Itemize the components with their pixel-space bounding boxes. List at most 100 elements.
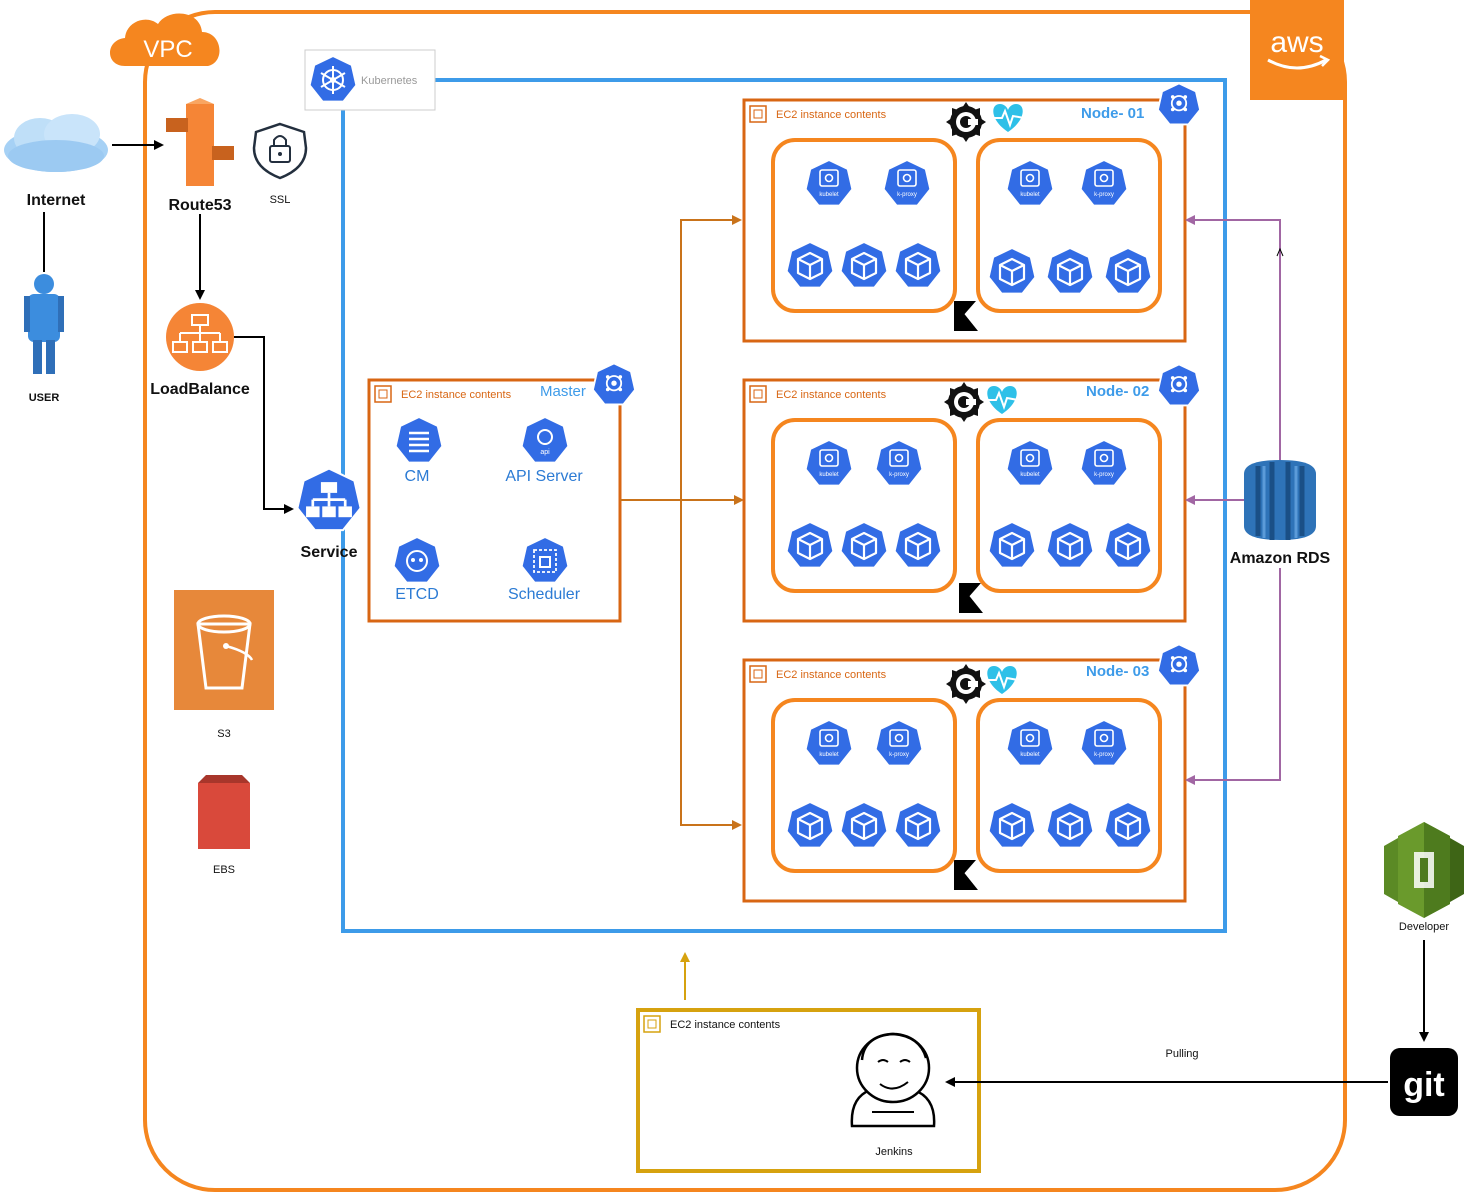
grafana-icon (944, 382, 984, 422)
node-01-badge-icon (1157, 82, 1201, 126)
cm-icon (394, 416, 444, 464)
node-01-title: Node- 01 (1081, 105, 1144, 122)
etcd-label: ETCD (395, 586, 439, 603)
aws-smile-icon (1267, 58, 1327, 70)
master-ec2-label: EC2 instance contents (401, 389, 512, 401)
kubelet-icon: kubelet (1005, 159, 1055, 207)
pod-cube-icon (785, 800, 835, 849)
pod-cube-icon (987, 246, 1037, 295)
api-server-label: API Server (505, 468, 583, 485)
node-03: EC2 instance contents Node- 03 kubelet k… (742, 643, 1201, 903)
kubelet-icon: kubelet (1005, 719, 1055, 767)
k-proxy-icon: k-proxy (882, 159, 932, 207)
jenkins-ec2-label: EC2 instance contents (670, 1019, 781, 1031)
pod-cube-icon (1045, 800, 1095, 849)
kubelet-icon: kubelet (804, 439, 854, 487)
svg-text:kubelet: kubelet (1020, 472, 1040, 478)
loadbalance-label: LoadBalance (150, 381, 250, 398)
internet-label: Internet (27, 192, 86, 209)
node-02-chip-icon (749, 385, 767, 403)
developer-icon (1384, 822, 1464, 918)
k-proxy-icon: k-proxy (874, 719, 924, 767)
api-server-icon: api (520, 416, 570, 464)
vpc-label: VPC (143, 36, 192, 63)
node-02-badge-icon (1157, 363, 1201, 407)
svg-text:kubelet: kubelet (1020, 192, 1040, 198)
pod-cube-icon (1045, 246, 1095, 295)
kibana-icon (954, 860, 978, 890)
service-icon (296, 467, 362, 532)
pod-cube-icon (1103, 800, 1153, 849)
svg-text:k-proxy: k-proxy (889, 752, 909, 758)
svg-text:kubelet: kubelet (819, 752, 839, 758)
kubernetes-label: Kubernetes (361, 75, 418, 87)
scheduler-icon (520, 536, 570, 584)
node-01-pod-b (976, 138, 1162, 313)
node-02-pod-a (771, 418, 957, 593)
ebs-label: EBS (213, 864, 235, 876)
master-ec2-box (367, 378, 622, 623)
master-title: Master (540, 383, 586, 400)
jenkins-icon (850, 1032, 936, 1128)
node-03-pod-b (976, 698, 1162, 873)
user-icon (24, 274, 64, 374)
kubernetes-cluster-boundary (341, 78, 1227, 933)
node-03-pod-a (771, 698, 957, 873)
svg-text:kubelet: kubelet (819, 472, 839, 478)
kibana-icon (959, 583, 983, 613)
loadbalancer-icon (166, 303, 234, 371)
node-02-title: Node- 02 (1086, 383, 1149, 400)
node-01-ec2-label: EC2 instance contents (776, 109, 887, 121)
service-label: Service (301, 544, 358, 561)
pod-cube-icon (893, 520, 943, 569)
node-02: EC2 instance contents Node- 02 kubelet k… (742, 363, 1201, 623)
pod-cube-icon (839, 240, 889, 289)
heart-monitor-icon (985, 385, 1019, 415)
pod-cube-icon (839, 520, 889, 569)
kibana-icon (954, 301, 978, 331)
s3-label: S3 (217, 728, 230, 740)
svg-text:kubelet: kubelet (819, 192, 839, 198)
pod-cube-icon (987, 800, 1037, 849)
amazon-rds-label: Amazon RDS (1230, 550, 1331, 567)
heart-monitor-icon (985, 665, 1019, 695)
jenkins-ec2-box (636, 1008, 981, 1173)
node-01: EC2 instance contents Node- 01 kubelet k… (742, 82, 1201, 343)
k-proxy-icon: k-proxy (1079, 159, 1129, 207)
node-01-pod-a (771, 138, 957, 313)
k-proxy-icon: k-proxy (1079, 439, 1129, 487)
aws-logo (1250, 0, 1344, 100)
svg-text:k-proxy: k-proxy (1094, 192, 1114, 198)
pod-cube-icon (1103, 246, 1153, 295)
heart-monitor-icon (991, 103, 1025, 133)
route53-icon (166, 98, 234, 186)
etcd-icon (392, 536, 442, 584)
grafana-icon (946, 664, 986, 704)
pulling-label: Pulling (1165, 1048, 1198, 1060)
amazon-rds-icon (1244, 460, 1316, 540)
route53-label: Route53 (168, 197, 231, 214)
ebs-volume-icon (198, 775, 250, 849)
pod-cube-icon (893, 240, 943, 289)
ssl-label: SSL (270, 194, 291, 206)
s3-bucket-icon (174, 590, 274, 710)
pod-cube-icon (987, 520, 1037, 569)
developer-label: Developer (1399, 921, 1449, 933)
pod-cube-icon (1103, 520, 1153, 569)
svg-text:k-proxy: k-proxy (889, 472, 909, 478)
user-label: USER (29, 392, 60, 404)
kubelet-icon: kubelet (1005, 439, 1055, 487)
svg-text:kubelet: kubelet (1020, 752, 1040, 758)
kubelet-icon: kubelet (804, 719, 854, 767)
grafana-icon (946, 102, 986, 142)
git-icon (1390, 1048, 1458, 1116)
aws-logo-text: aws (1270, 26, 1323, 59)
node-01-chip-icon (749, 105, 767, 123)
scheduler-label: Scheduler (508, 586, 581, 603)
vpc-boundary (143, 10, 1347, 1192)
ssl-shield-icon (252, 122, 308, 180)
k-proxy-icon: k-proxy (874, 439, 924, 487)
node-02-pod-b (976, 418, 1162, 593)
master-badge-icon (592, 362, 636, 406)
